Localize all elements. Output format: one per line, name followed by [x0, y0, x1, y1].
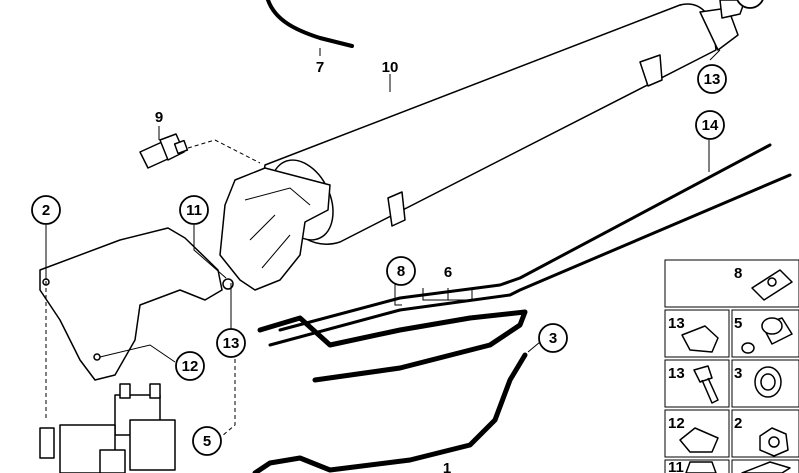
svg-text:11: 11	[186, 202, 202, 219]
legend-label-3: 3	[734, 365, 742, 382]
callout-partial-top-right	[736, 0, 764, 9]
callout-8: 8	[386, 256, 416, 286]
svg-text:13: 13	[704, 71, 721, 88]
label-6: 6	[444, 264, 452, 281]
callout-12: 12	[175, 351, 205, 381]
svg-text:5: 5	[203, 433, 211, 450]
label-7: 7	[316, 59, 324, 76]
legend-label-2: 2	[734, 415, 742, 432]
legend-part-11-clip	[685, 461, 717, 473]
legend-part-12-nut	[679, 427, 719, 453]
legend-part-13-clip	[681, 325, 719, 353]
label-10: 10	[382, 59, 399, 76]
legend-label-13-a: 13	[668, 315, 685, 332]
sensor-9	[139, 133, 189, 169]
callout-13-upper: 13	[697, 64, 727, 94]
muffler-10	[263, 0, 746, 245]
pipe-7	[266, 0, 354, 48]
label-1: 1	[443, 460, 451, 473]
legend-part-13-bolt	[693, 365, 719, 404]
callout-5: 5	[192, 426, 222, 456]
callout-3: 3	[538, 323, 568, 353]
mounting-bracket	[39, 227, 223, 381]
svg-text:3: 3	[549, 330, 557, 347]
legend-label-11: 11	[668, 459, 684, 473]
legend-label-13-b: 13	[668, 365, 685, 382]
callout-13-lower: 13	[216, 328, 246, 358]
svg-text:8: 8	[397, 263, 405, 280]
legend-label-5: 5	[734, 315, 742, 332]
svg-text:2: 2	[42, 202, 50, 219]
legend-label-12: 12	[668, 415, 685, 432]
pipe-1	[252, 352, 528, 473]
callout-14: 14	[695, 110, 725, 140]
label-9: 9	[155, 109, 163, 126]
svg-text:12: 12	[182, 358, 199, 375]
svg-text:14: 14	[702, 117, 719, 134]
svg-text:13: 13	[223, 335, 240, 352]
callout-2: 2	[31, 195, 61, 225]
callout-11: 11	[179, 195, 209, 225]
legend-label-8: 8	[734, 265, 742, 282]
legend-part-extra	[741, 461, 791, 473]
valve-assembly	[39, 383, 176, 473]
parts-legend: 8 13 5 13 3 12 2 11	[664, 259, 799, 473]
